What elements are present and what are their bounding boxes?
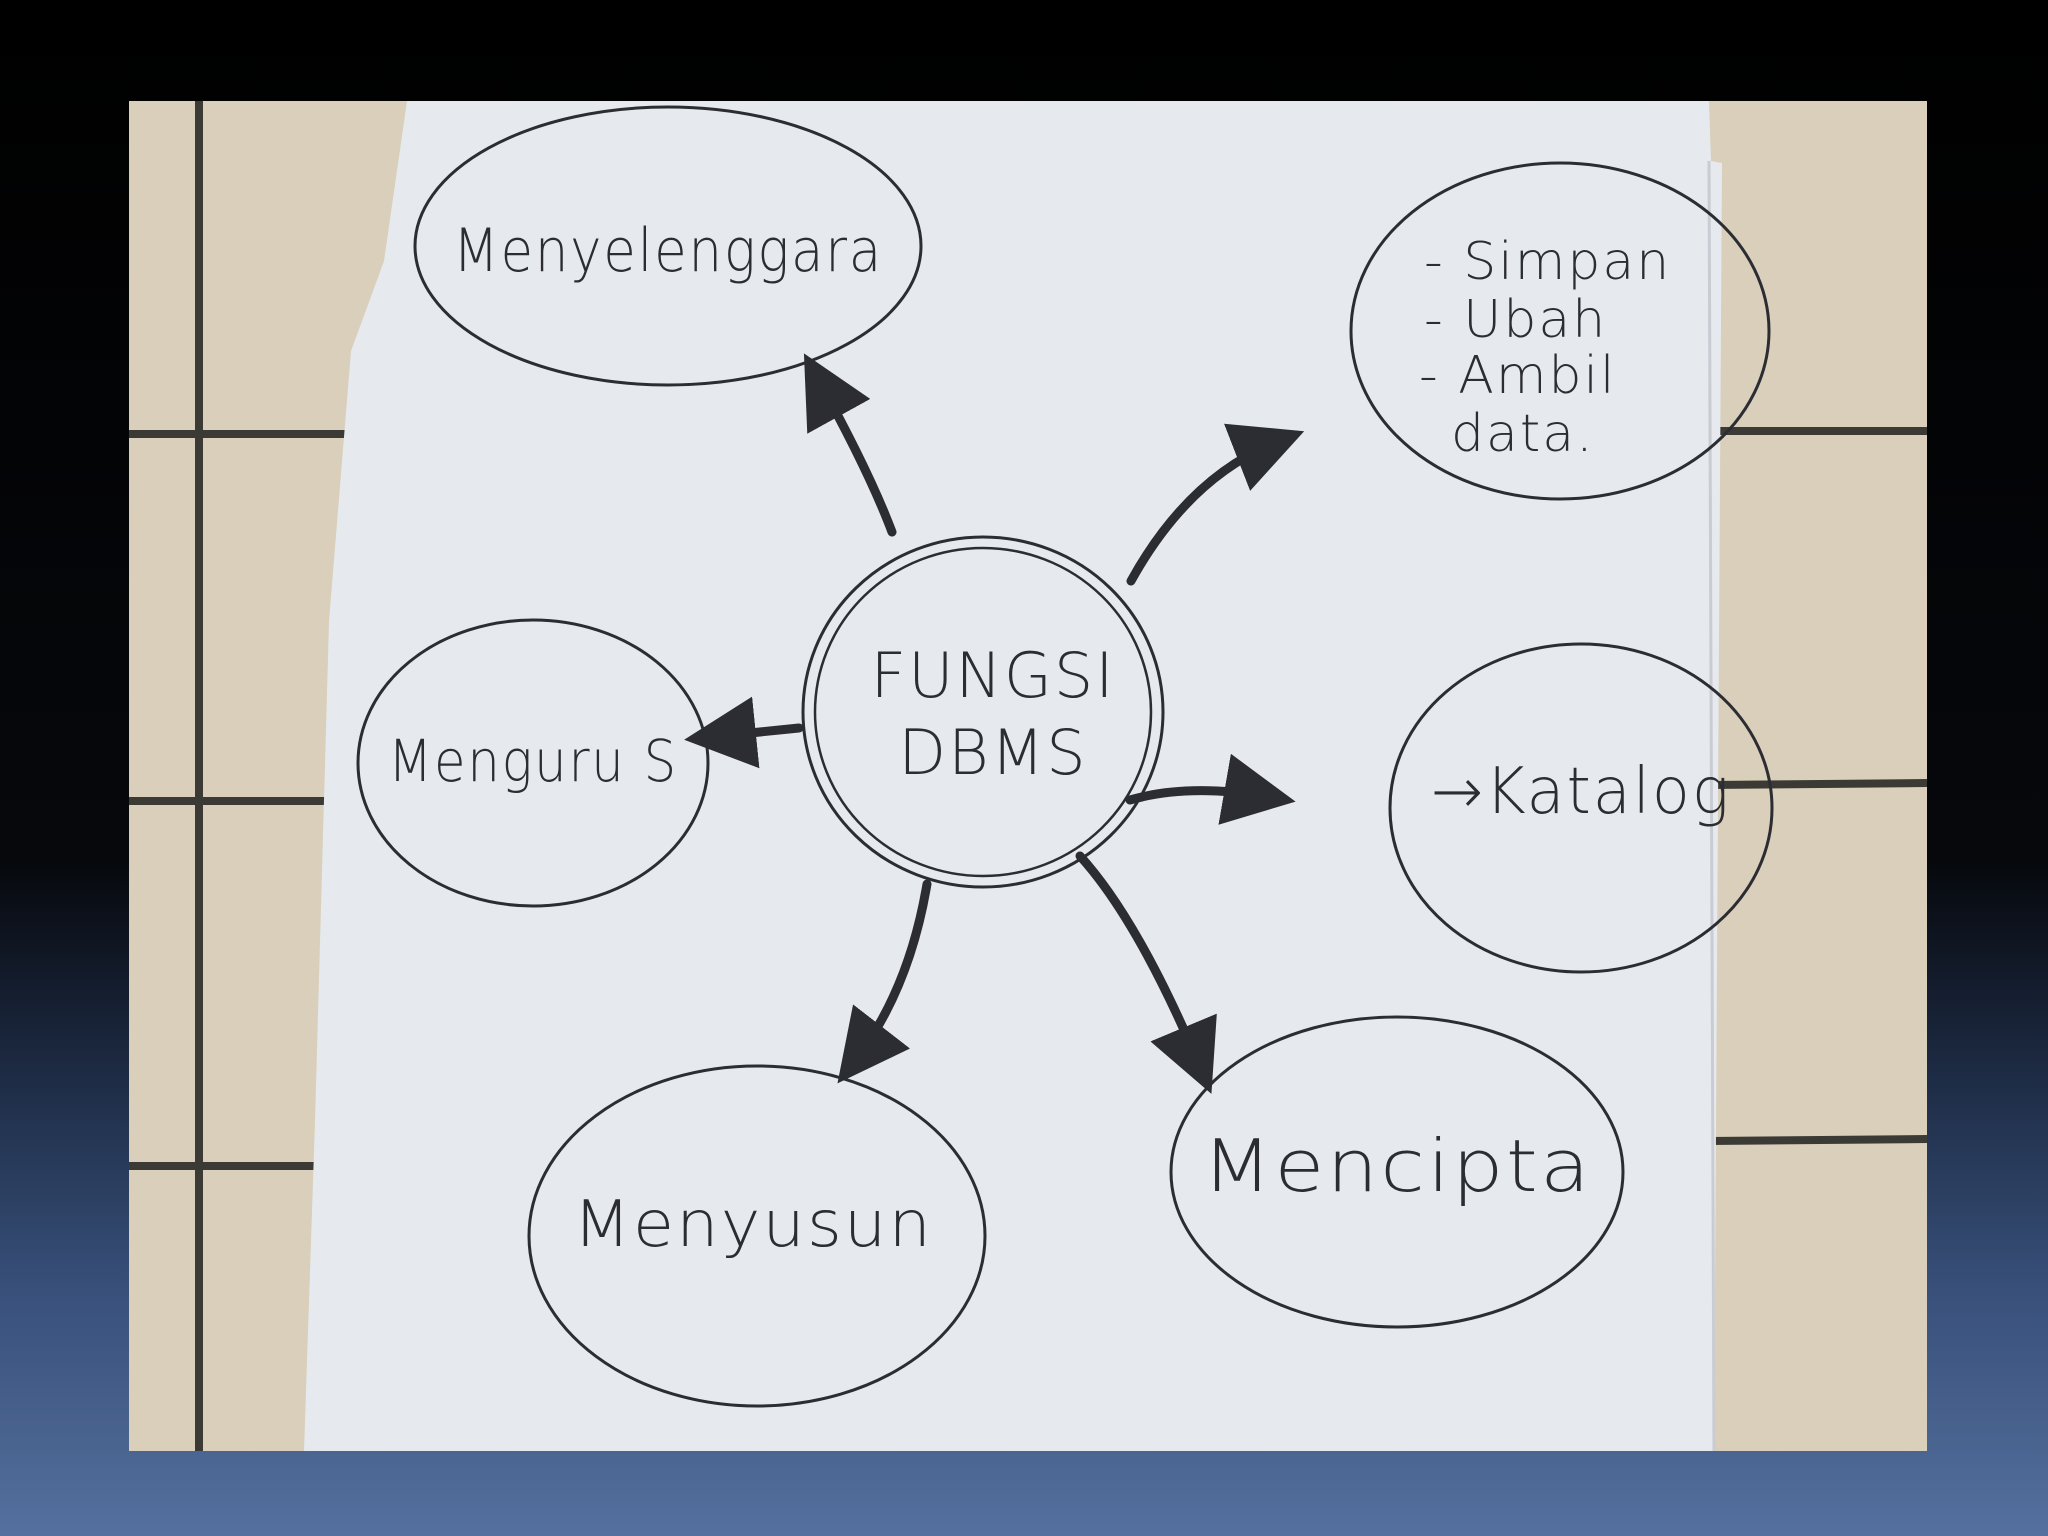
node-top-right-line-3: - Ambil — [1419, 346, 1616, 406]
whiteboard-photo: FUNGSI DBMS Menyelenggara - Simpan - Uba… — [129, 101, 1927, 1451]
node-top-right-line-1: - Simpan — [1424, 232, 1671, 292]
connector-arrows — [684, 353, 1305, 1094]
node-top-left-label: Menyelenggara — [453, 216, 883, 286]
arrow-to-bottom-left — [837, 879, 932, 1084]
node-middle-left: Menguru S — [356, 618, 710, 908]
mind-map-diagram: FUNGSI DBMS Menyelenggara - Simpan - Uba… — [129, 101, 1927, 1451]
node-bottom-left: Menyusun — [527, 1064, 987, 1408]
node-middle-right-label: →Katalog — [1431, 755, 1731, 829]
node-bottom-right: Mencipta — [1169, 1015, 1625, 1329]
node-middle-left-label: Menguru S — [388, 727, 678, 795]
arrow-to-bottom-right — [1075, 851, 1217, 1094]
node-top-right-line-2: - Ubah — [1424, 290, 1607, 350]
arrow-to-top-left — [803, 353, 897, 537]
paper-sheet — [304, 101, 1722, 1451]
arrow-to-middle-right — [1125, 753, 1296, 825]
node-top-left: Menyelenggara — [413, 105, 923, 387]
center-line-2: DBMS — [898, 716, 1087, 789]
node-bottom-right-label: Mencipta — [1202, 1124, 1592, 1208]
center-node: FUNGSI DBMS — [801, 535, 1165, 889]
node-middle-right: →Katalog — [1388, 642, 1774, 974]
node-top-right: - Simpan - Ubah - Ambil data. — [1349, 161, 1771, 501]
center-line-1: FUNGSI — [870, 639, 1115, 712]
arrow-to-middle-left — [684, 696, 804, 769]
arrow-to-top-right — [1126, 423, 1305, 586]
node-top-right-line-4: data. — [1451, 404, 1595, 464]
node-bottom-left-label: Menyusun — [573, 1188, 933, 1262]
